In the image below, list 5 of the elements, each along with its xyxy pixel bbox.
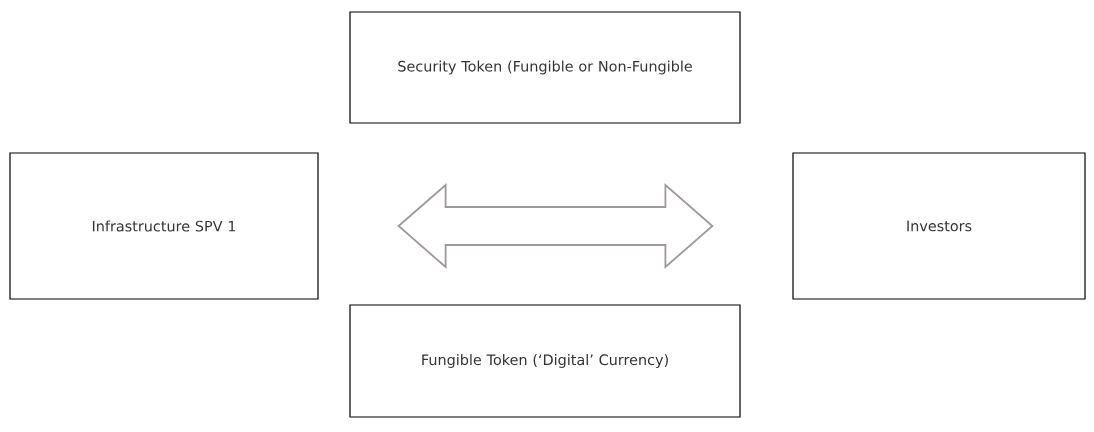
process-box: Security Token (Fungible or Non-Fungible [349,11,741,124]
process-box: Fungible Token (‘Digital’ Currency) [349,304,741,418]
process-box: Investors [792,152,1086,300]
double-arrow [397,183,714,269]
process-box: Infrastructure SPV 1 [9,152,319,300]
